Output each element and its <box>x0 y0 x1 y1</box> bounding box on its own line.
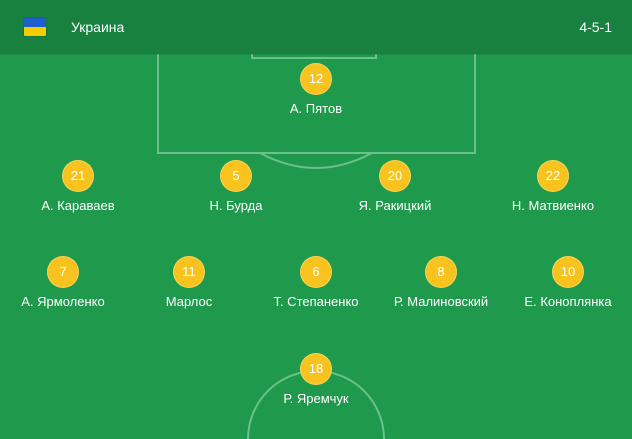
player-midfielder-left[interactable]: 10 Е. Коноплянка <box>508 256 628 310</box>
flag-yellow-stripe <box>24 27 46 36</box>
team-name: Украина <box>71 19 125 35</box>
player-number-badge: 11 <box>173 256 205 288</box>
player-number-badge: 22 <box>537 160 569 192</box>
player-name: Н. Матвиенко <box>511 198 595 213</box>
player-name: Е. Коноплянка <box>524 294 612 309</box>
player-name: Я. Ракицкий <box>358 198 432 213</box>
player-name: Н. Бурда <box>209 198 263 213</box>
player-name: А. Караваев <box>41 198 115 213</box>
ukraine-flag-icon <box>24 18 46 36</box>
player-number-badge: 20 <box>379 160 411 192</box>
player-defender-center-left[interactable]: 20 Я. Ракицкий <box>335 160 455 214</box>
player-defender-left[interactable]: 22 Н. Матвиенко <box>493 160 613 214</box>
player-name: Т. Степаненко <box>273 294 359 309</box>
player-goalkeeper[interactable]: 12 А. Пятов <box>256 63 376 117</box>
lineup-header: Украина 4-5-1 <box>0 0 632 54</box>
player-midfielder-right[interactable]: 7 А. Ярмоленко <box>3 256 123 310</box>
player-midfielder-center-left[interactable]: 8 Р. Малиновский <box>381 256 501 310</box>
player-number-badge: 8 <box>425 256 457 288</box>
formation-label: 4-5-1 <box>579 19 612 35</box>
player-defender-right[interactable]: 21 А. Караваев <box>18 160 138 214</box>
player-defender-center-right[interactable]: 5 Н. Бурда <box>176 160 296 214</box>
player-midfielder-center[interactable]: 6 Т. Степаненко <box>256 256 376 310</box>
player-name: Марлос <box>165 294 213 309</box>
player-midfielder-center-right[interactable]: 11 Марлос <box>129 256 249 310</box>
player-forward[interactable]: 18 Р. Яремчук <box>256 353 376 407</box>
player-name: Р. Яремчук <box>283 391 349 406</box>
flag-blue-stripe <box>24 18 46 27</box>
penalty-arc <box>259 152 373 169</box>
player-number-badge: 5 <box>220 160 252 192</box>
player-name: А. Пятов <box>289 101 343 116</box>
player-number-badge: 7 <box>47 256 79 288</box>
player-number-badge: 12 <box>300 63 332 95</box>
player-name: А. Ярмоленко <box>21 294 105 309</box>
player-number-badge: 21 <box>62 160 94 192</box>
player-number-badge: 6 <box>300 256 332 288</box>
penalty-area <box>157 0 476 154</box>
player-name: Р. Малиновский <box>393 294 489 309</box>
player-number-badge: 18 <box>300 353 332 385</box>
player-number-badge: 10 <box>552 256 584 288</box>
